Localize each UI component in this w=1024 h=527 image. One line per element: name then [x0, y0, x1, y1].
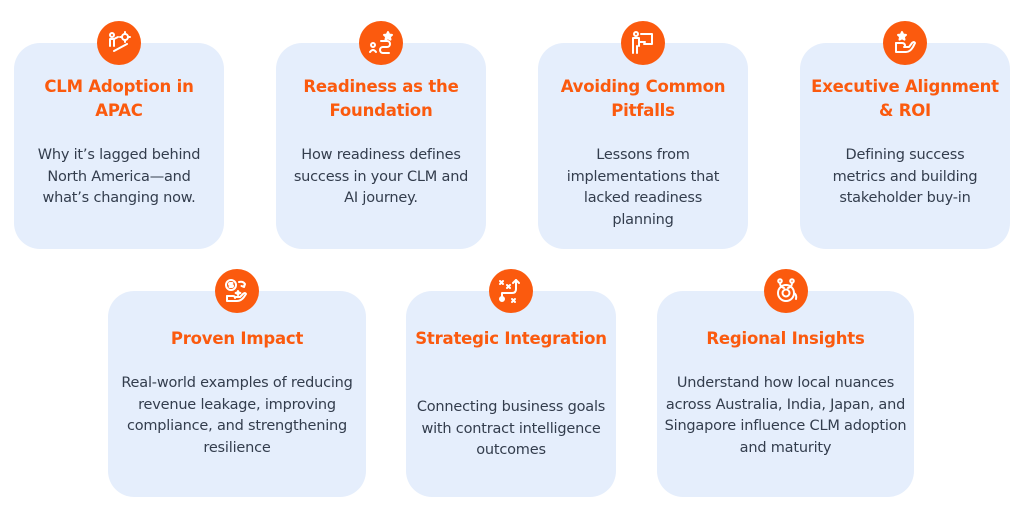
card-title: Executive Alignment & ROI [811, 77, 999, 120]
card-description: Why it’s lagged behind North America—and… [37, 147, 201, 206]
journey-path-star-icon [359, 21, 403, 65]
card-description: Connecting business goals with contract … [416, 399, 606, 458]
regional-network-icon [763, 269, 808, 313]
topic-card-strategic-integration: Strategic Integration Connecting busines… [406, 269, 616, 497]
climber-gear-icon [97, 21, 141, 65]
hand-star-icon [883, 21, 927, 65]
card-title: Readiness as the Foundation [303, 77, 459, 120]
topic-card-proven-impact: Proven Impact Real-world examples of red… [108, 269, 366, 497]
topic-card-pitfalls: Avoiding Common Pitfalls Lessons from im… [538, 21, 748, 249]
card-title: Strategic Integration [415, 329, 607, 348]
topic-card-clm-adoption: CLM Adoption in APAC Why it’s lagged beh… [14, 21, 224, 249]
topic-card-executive-alignment: Executive Alignment & ROI Defining succe… [800, 21, 1010, 249]
card-description: Real-world examples of reducing revenue … [121, 375, 353, 456]
topic-card-regional-insights: Regional Insights Understand how local n… [657, 269, 914, 497]
card-title: Regional Insights [706, 329, 865, 348]
card-description: Defining success metrics and building st… [832, 147, 978, 206]
card-description: How readiness defines success in your CL… [293, 147, 469, 206]
hand-dollar-icon [215, 269, 259, 313]
topic-card-readiness: Readiness as the Foundation How readines… [276, 21, 486, 249]
presenter-board-icon [621, 21, 665, 65]
card-title: Proven Impact [170, 329, 304, 348]
card-title: CLM Adoption in APAC [44, 77, 194, 120]
card-title: Avoiding Common Pitfalls [560, 77, 726, 120]
card-description: Understand how local nuances across Aust… [664, 375, 907, 456]
card-description: Lessons from implementations that lacked… [566, 147, 720, 228]
strategy-path-icon [489, 269, 533, 313]
